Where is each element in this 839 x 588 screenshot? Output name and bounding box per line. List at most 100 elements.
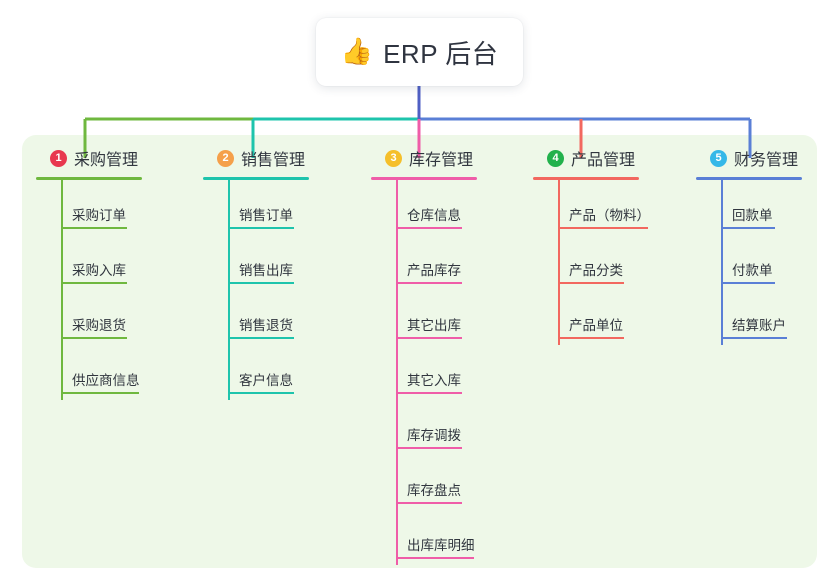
branch-badge-5: 5 [710, 149, 727, 167]
branch-title-5: 财务管理 [734, 152, 799, 169]
leaf-node[interactable]: 客户信息 [203, 345, 309, 400]
root-title: ERP 后台 [383, 38, 499, 69]
branch-title-4: 产品管理 [571, 152, 636, 169]
leaf-node[interactable]: 销售出库 [203, 235, 309, 290]
leaf-rule [228, 282, 294, 284]
leaf-node[interactable]: 其它出库 [371, 290, 477, 345]
branch-badge-1: 1 [50, 149, 67, 167]
branch-spine-4 [558, 180, 560, 345]
branch-spine-3 [396, 180, 398, 565]
branch-header-4[interactable]: 4 产品管理 [533, 146, 639, 170]
branch-children-3: 仓库信息产品库存其它出库其它入库库存调拨库存盘点出库库明细 [371, 180, 477, 565]
leaf-label: 销售退货 [239, 318, 293, 333]
leaf-node[interactable]: 结算账户 [696, 290, 802, 345]
leaf-node[interactable]: 付款单 [696, 235, 802, 290]
leaf-label: 产品单位 [569, 318, 623, 333]
leaf-label: 产品分类 [569, 263, 623, 278]
leaf-label: 库存调拨 [407, 428, 461, 443]
leaf-rule [558, 227, 648, 229]
leaf-rule [721, 227, 775, 229]
leaf-node[interactable]: 回款单 [696, 180, 802, 235]
leaf-node[interactable]: 出库库明细 [371, 510, 477, 565]
leaf-rule [396, 392, 462, 394]
leaf-node[interactable]: 销售退货 [203, 290, 309, 345]
leaf-rule [396, 282, 462, 284]
leaf-node[interactable]: 其它入库 [371, 345, 477, 400]
leaf-rule [558, 282, 624, 284]
leaf-node[interactable]: 采购退货 [36, 290, 142, 345]
branch-badge-3: 3 [385, 149, 402, 167]
branch-column-5: 5 财务管理回款单付款单结算账户 [696, 146, 802, 345]
leaf-rule [721, 337, 787, 339]
leaf-label: 其它出库 [407, 318, 461, 333]
leaf-label: 采购退货 [72, 318, 126, 333]
leaf-label: 客户信息 [239, 373, 293, 388]
leaf-rule [61, 337, 127, 339]
leaf-rule [228, 337, 294, 339]
branch-rule-5 [696, 177, 802, 180]
leaf-node[interactable]: 采购订单 [36, 180, 142, 235]
branch-header-1[interactable]: 1 采购管理 [36, 146, 142, 170]
branch-children-1: 采购订单采购入库采购退货供应商信息 [36, 180, 142, 400]
leaf-node[interactable]: 采购入库 [36, 235, 142, 290]
leaf-label: 库存盘点 [407, 483, 461, 498]
leaf-label: 采购订单 [72, 208, 126, 223]
leaf-label: 销售出库 [239, 263, 293, 278]
branch-title-2: 销售管理 [241, 152, 306, 169]
leaf-rule [396, 447, 462, 449]
branch-rule-1 [36, 177, 142, 180]
leaf-rule [396, 557, 474, 559]
leaf-rule [721, 282, 775, 284]
leaf-node[interactable]: 销售订单 [203, 180, 309, 235]
branch-column-4: 4 产品管理产品（物料） 产品分类产品单位 [533, 146, 650, 345]
branch-column-3: 3 库存管理仓库信息产品库存其它出库其它入库库存调拨库存盘点出库库明细 [371, 146, 477, 565]
leaf-rule [228, 227, 294, 229]
leaf-label: 回款单 [732, 208, 773, 223]
branch-children-4: 产品（物料） 产品分类产品单位 [533, 180, 650, 345]
branch-children-5: 回款单付款单结算账户 [696, 180, 802, 345]
thumbs-up-icon: 👍 [340, 37, 374, 67]
branch-badge-4: 4 [547, 149, 564, 167]
leaf-node[interactable]: 库存调拨 [371, 400, 477, 455]
leaf-node[interactable]: 产品分类 [533, 235, 639, 290]
leaf-node[interactable]: 产品单位 [533, 290, 639, 345]
leaf-label: 销售订单 [239, 208, 293, 223]
branches-panel [22, 135, 817, 568]
leaf-rule [396, 337, 462, 339]
leaf-node[interactable]: 库存盘点 [371, 455, 477, 510]
leaf-rule [558, 337, 624, 339]
leaf-node[interactable]: 供应商信息 [36, 345, 142, 400]
branch-column-1: 1 采购管理采购订单采购入库采购退货供应商信息 [36, 146, 142, 400]
leaf-node[interactable]: 产品（物料） [533, 180, 650, 235]
branch-spine-2 [228, 180, 230, 400]
leaf-label: 仓库信息 [407, 208, 461, 223]
leaf-rule [228, 392, 294, 394]
leaf-label: 结算账户 [732, 318, 786, 333]
branch-header-3[interactable]: 3 库存管理 [371, 146, 477, 170]
branch-title-3: 库存管理 [409, 152, 474, 169]
branch-rule-3 [371, 177, 477, 180]
branch-children-2: 销售订单销售出库销售退货客户信息 [203, 180, 309, 400]
branch-spine-5 [721, 180, 723, 345]
leaf-label: 出库库明细 [407, 538, 475, 553]
leaf-label: 产品（物料） [569, 208, 650, 223]
leaf-label: 产品库存 [407, 263, 461, 278]
root-node[interactable]: 👍 ERP 后台 [316, 18, 523, 86]
leaf-label: 付款单 [732, 263, 773, 278]
branch-header-5[interactable]: 5 财务管理 [696, 146, 802, 170]
leaf-node[interactable]: 仓库信息 [371, 180, 477, 235]
branch-spine-1 [61, 180, 63, 400]
leaf-node[interactable]: 产品库存 [371, 235, 477, 290]
branch-rule-4 [533, 177, 639, 180]
branch-title-1: 采购管理 [74, 152, 139, 169]
leaf-label: 供应商信息 [72, 373, 140, 388]
leaf-rule [61, 282, 127, 284]
leaf-label: 其它入库 [407, 373, 461, 388]
leaf-rule [396, 227, 462, 229]
leaf-rule [396, 502, 462, 504]
leaf-rule [61, 392, 139, 394]
